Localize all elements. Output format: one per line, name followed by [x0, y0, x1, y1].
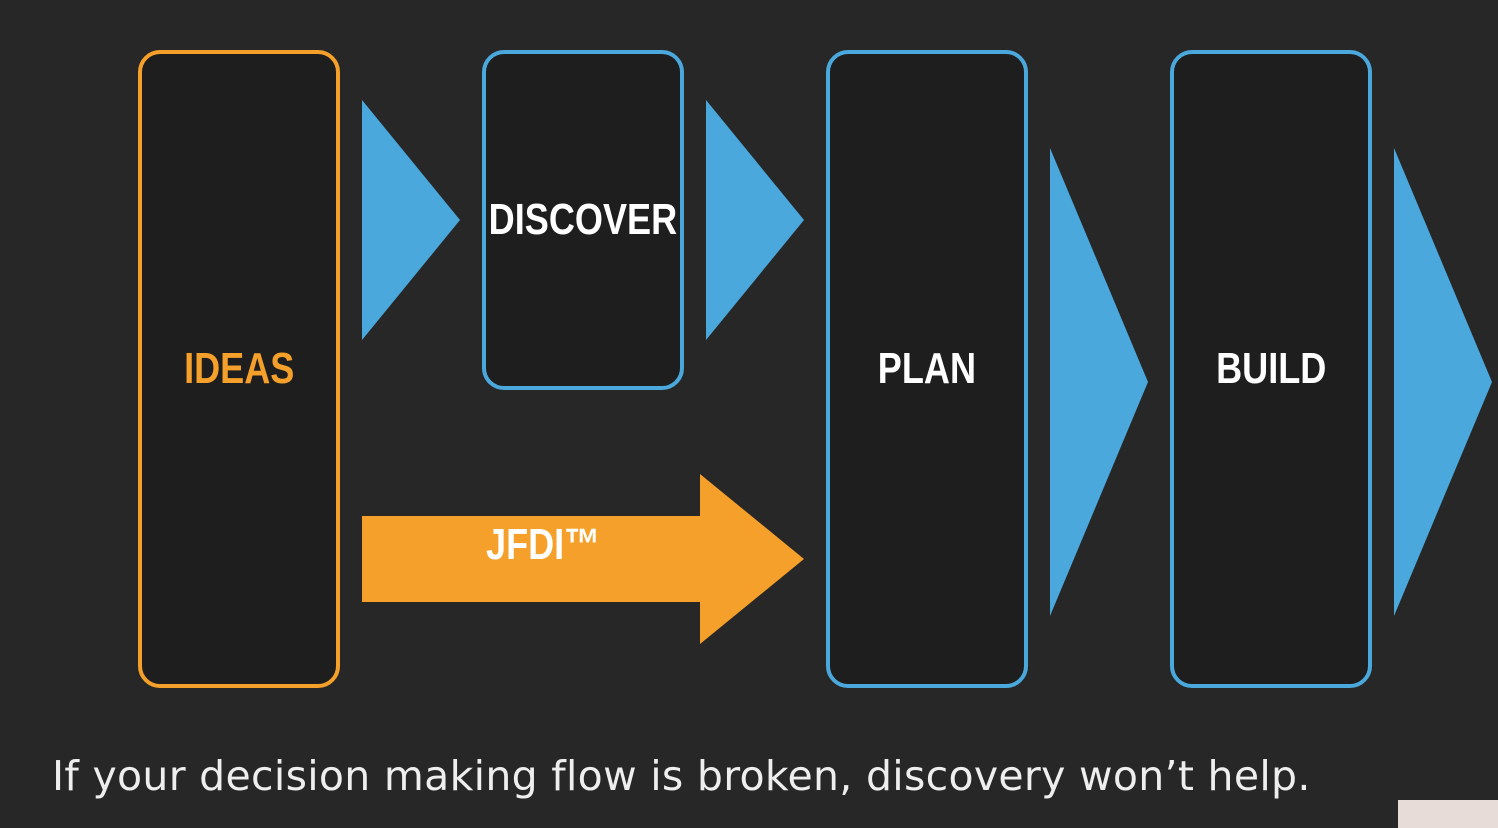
arrow-plan-to-build	[1050, 148, 1148, 616]
build-box: BUILD	[1170, 50, 1372, 688]
webcam-overlay-corner	[1398, 800, 1498, 828]
build-label: BUILD	[1215, 344, 1327, 393]
plan-label: PLAN	[877, 344, 977, 393]
ideas-box: IDEAS	[138, 50, 340, 688]
jfdi-label: JFDI™	[486, 520, 601, 569]
arrow-discover-to-plan	[706, 100, 804, 340]
discover-box: DISCOVER	[482, 50, 684, 390]
discover-label: DISCOVER	[488, 195, 678, 244]
ideas-label: IDEAS	[183, 344, 295, 393]
jfdi-arrow	[362, 474, 804, 644]
arrow-build-out	[1394, 148, 1492, 616]
slide-caption: If your decision making flow is broken, …	[52, 752, 1311, 800]
arrow-ideas-to-discover	[362, 100, 460, 340]
plan-box: PLAN	[826, 50, 1028, 688]
